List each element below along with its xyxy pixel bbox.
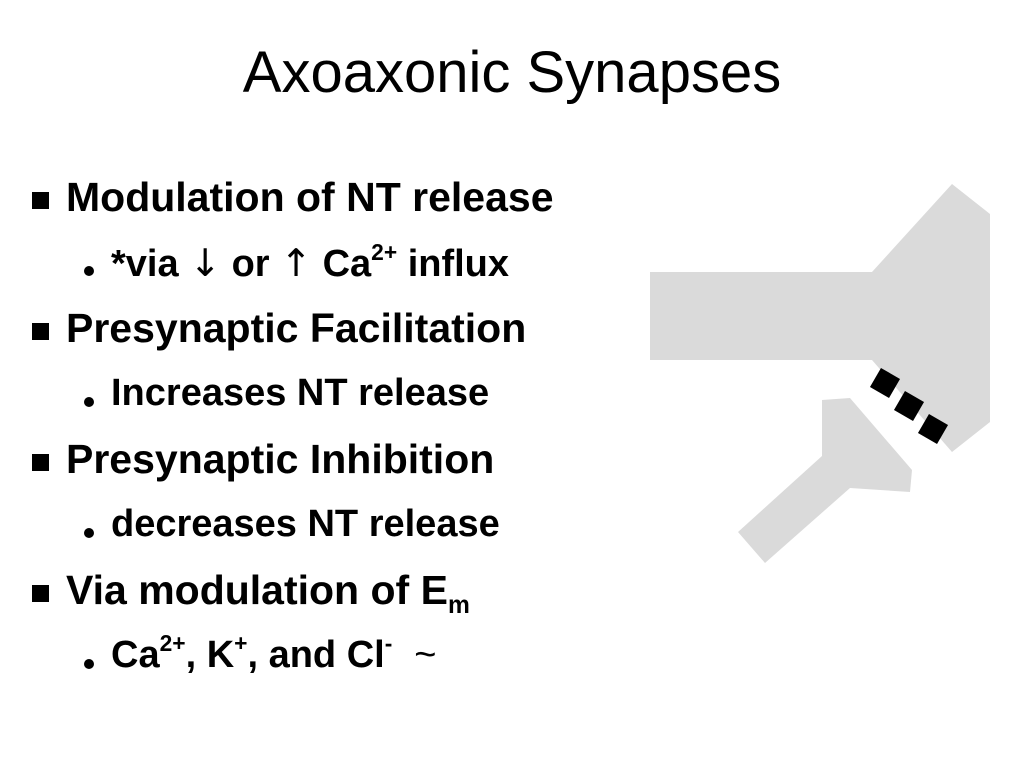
potassium-charge: + (234, 630, 248, 657)
bullet-list: Modulation of NT release *via ↓ or ↑ Ca2… (32, 172, 554, 680)
sub-bullet-decreases-release: decreases NT release (111, 499, 500, 549)
bullet-presynaptic-facilitation: Presynaptic Facilitation (66, 303, 526, 353)
dot-bullet-icon (84, 397, 94, 407)
presynaptic-axon-terminal (650, 184, 990, 452)
dot-bullet-icon (84, 266, 94, 276)
bullet-text: Presynaptic Inhibition (66, 436, 495, 482)
sub-bullet-calcium-influx: *via ↓ or ↑ Ca2+ influx (111, 238, 509, 288)
bullet-text: Presynaptic Facilitation (66, 305, 527, 351)
bullet-modulation-nt-release: Modulation of NT release (66, 172, 554, 222)
synaptic-vesicle (869, 367, 901, 399)
sub-bullet-increases-release: Increases NT release (111, 368, 489, 418)
sub-bullet-or: or (231, 243, 270, 285)
synaptic-vesicle-row (869, 367, 949, 445)
bullet-text-main: Via modulation of E (66, 567, 448, 613)
axoaxonic-synapse-diagram (650, 184, 990, 563)
dot-bullet-icon (84, 659, 94, 669)
membrane-subscript: m (447, 591, 470, 619)
calcium-symbol: Ca (111, 634, 160, 676)
bullet-presynaptic-inhibition: Presynaptic Inhibition (66, 434, 494, 484)
sub-bullet-suffix: influx (407, 243, 510, 285)
sub-bullet-text: Increases NT release (111, 372, 490, 414)
bullet-text: Modulation of NT release (66, 174, 554, 220)
sub-bullet-text: decreases NT release (111, 503, 500, 545)
tilde-mark: ~ (414, 634, 437, 676)
dot-bullet-icon (84, 528, 94, 538)
chloride-symbol: , and Cl (247, 634, 385, 676)
calcium-symbol: Ca (322, 243, 372, 285)
square-bullet-icon (32, 323, 49, 340)
chloride-charge: - (384, 630, 393, 657)
down-arrow-icon: ↓ (189, 241, 222, 285)
potassium-symbol: , K (185, 634, 235, 676)
synaptic-vesicle (917, 413, 949, 445)
synaptic-vesicle (893, 390, 925, 422)
sub-bullet-ions: Ca2+, K+, and Cl-~ (111, 630, 437, 680)
modulatory-axon-terminal (738, 398, 912, 563)
calcium-charge: 2+ (159, 630, 186, 657)
square-bullet-icon (32, 192, 49, 209)
square-bullet-icon (32, 454, 49, 471)
bullet-membrane-potential: Via modulation of Em (66, 565, 470, 617)
calcium-charge: 2+ (371, 239, 398, 266)
square-bullet-icon (32, 585, 49, 602)
slide-title: Axoaxonic Synapses (242, 40, 782, 105)
up-arrow-icon: ↑ (280, 241, 312, 285)
sub-bullet-prefix: *via (111, 243, 179, 285)
